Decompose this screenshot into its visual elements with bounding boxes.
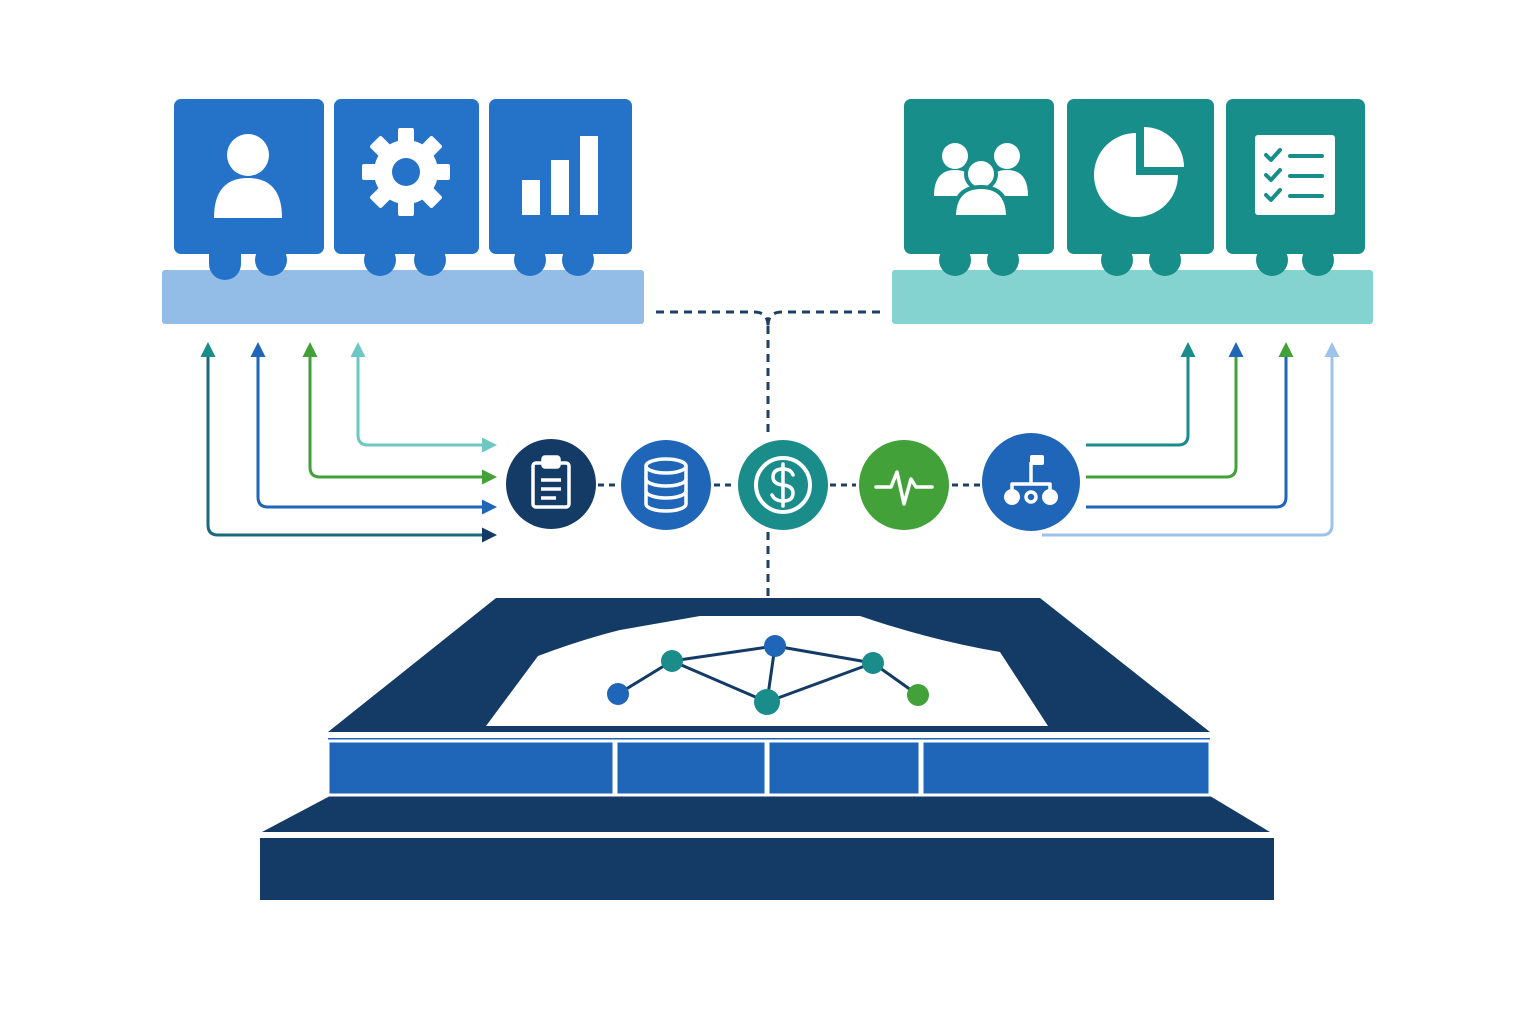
right-arrow-green xyxy=(1086,342,1244,479)
left-arrow-green xyxy=(302,342,497,485)
platform-band-segment-3 xyxy=(766,739,922,797)
platform-band-segment-4 xyxy=(920,739,1212,797)
graph-node xyxy=(607,683,629,705)
connector-right-rail xyxy=(766,310,880,327)
service-dollar[interactable] xyxy=(738,440,828,530)
left-arrow-blue xyxy=(250,342,497,515)
right-module-group xyxy=(892,99,1373,324)
graph-node xyxy=(862,652,884,674)
network-graph xyxy=(607,635,929,715)
service-database[interactable] xyxy=(621,440,711,530)
workflow-icon xyxy=(1004,455,1058,505)
left-arrow-light-teal xyxy=(350,342,497,453)
module-tile-gear[interactable] xyxy=(334,99,479,276)
platform-band-segment-2 xyxy=(614,739,768,797)
service-pulse[interactable] xyxy=(859,440,949,530)
database-icon xyxy=(644,457,688,513)
graph-edge xyxy=(766,661,874,704)
dollar-icon xyxy=(770,462,795,508)
right-arrows xyxy=(1042,342,1340,537)
graph-edge xyxy=(774,644,874,665)
gear-icon xyxy=(362,128,450,216)
left-arrow-navy xyxy=(200,342,497,543)
service-clipboard[interactable] xyxy=(506,439,596,529)
connector-left-rail xyxy=(656,310,770,327)
right-arrow-light-blue xyxy=(1042,342,1340,537)
graph-node xyxy=(907,684,929,706)
left-module-rail xyxy=(162,270,644,324)
graph-edge xyxy=(671,644,776,663)
graph-node xyxy=(661,650,683,672)
service-row xyxy=(506,433,1080,531)
graph-node xyxy=(754,689,780,715)
platform-base-top xyxy=(262,796,1270,832)
user-icon xyxy=(214,134,282,218)
right-arrow-blue xyxy=(1086,342,1294,509)
module-tile-checklist[interactable] xyxy=(1226,99,1365,276)
checklist-icon xyxy=(1255,135,1335,215)
pie-chart-icon xyxy=(1094,127,1184,217)
right-arrow-teal xyxy=(1086,342,1196,447)
graph-edge xyxy=(671,659,768,704)
pulse-icon xyxy=(874,470,934,506)
dashed-connectors xyxy=(598,310,980,598)
graph-node xyxy=(764,635,786,657)
module-tile-bar-chart[interactable] xyxy=(489,99,632,276)
clipboard-icon xyxy=(531,455,571,509)
service-workflow[interactable] xyxy=(982,433,1080,531)
module-tile-user[interactable] xyxy=(174,99,324,280)
left-module-group xyxy=(162,99,644,324)
module-tile-pie-chart[interactable] xyxy=(1067,99,1214,276)
right-module-rail xyxy=(892,270,1373,324)
platform-band-segment-1 xyxy=(326,739,616,797)
module-tile-team[interactable] xyxy=(904,99,1054,276)
team-icon xyxy=(934,143,1028,219)
platform xyxy=(260,598,1274,900)
bar-chart-icon xyxy=(522,136,598,215)
left-arrows xyxy=(200,342,497,543)
platform-base xyxy=(260,838,1274,900)
